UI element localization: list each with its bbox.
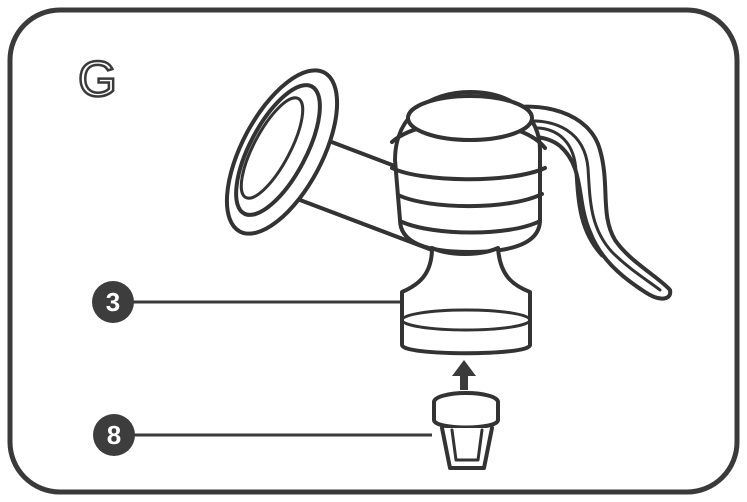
callout-number-3: 3 [106,287,120,317]
callout-8: 8 [93,414,432,456]
handle-icon [498,104,673,301]
callout-3: 3 [92,281,400,323]
duckbill-valve-icon [432,391,500,470]
step-letter: G [78,51,117,107]
callout-badge-3 [92,281,134,323]
valve-body-icon [400,246,532,356]
up-arrow-icon [452,360,476,390]
callout-number-8: 8 [107,420,121,450]
callout-badge-8 [93,414,135,456]
pump-body-icon [390,90,547,256]
breast-shield-icon [224,68,434,252]
